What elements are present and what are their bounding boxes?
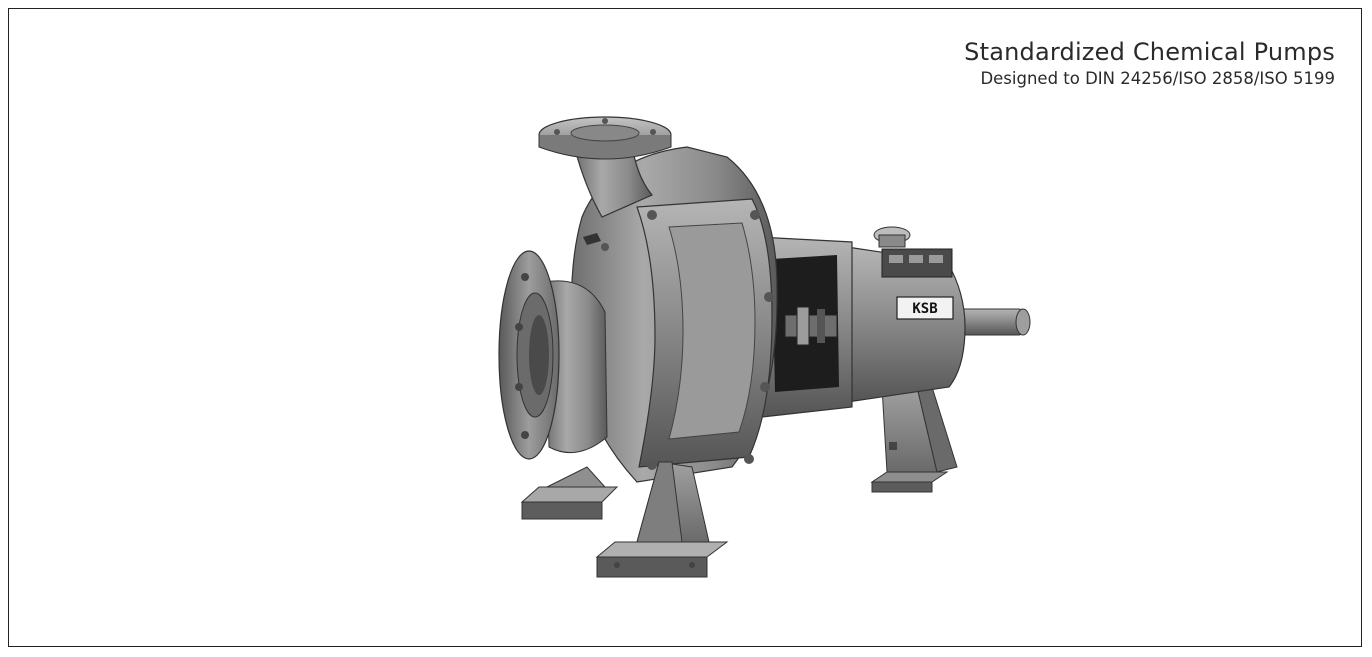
rear-foot [870,386,958,493]
page-title: Standardized Chemical Pumps [964,38,1335,66]
shaft [956,308,1031,336]
discharge-nozzle [538,116,672,218]
document-frame: Standardized Chemical Pumps Designed to … [8,8,1362,647]
suction-flange [498,250,608,460]
heading-block: Standardized Chemical Pumps Designed to … [964,37,1335,90]
page-subtitle: Designed to DIN 24256/ISO 2858/ISO 5199 [980,69,1335,88]
svg-text:KSB: KSB [912,301,937,317]
pump-image: KSB [498,116,1031,578]
ksb-logo: KSB [896,296,954,320]
casing-plug [583,233,601,245]
lantern-opening [756,236,853,418]
front-foot [520,461,729,578]
volute-casing [570,146,778,483]
bearing-bracket: KSB [846,226,966,403]
